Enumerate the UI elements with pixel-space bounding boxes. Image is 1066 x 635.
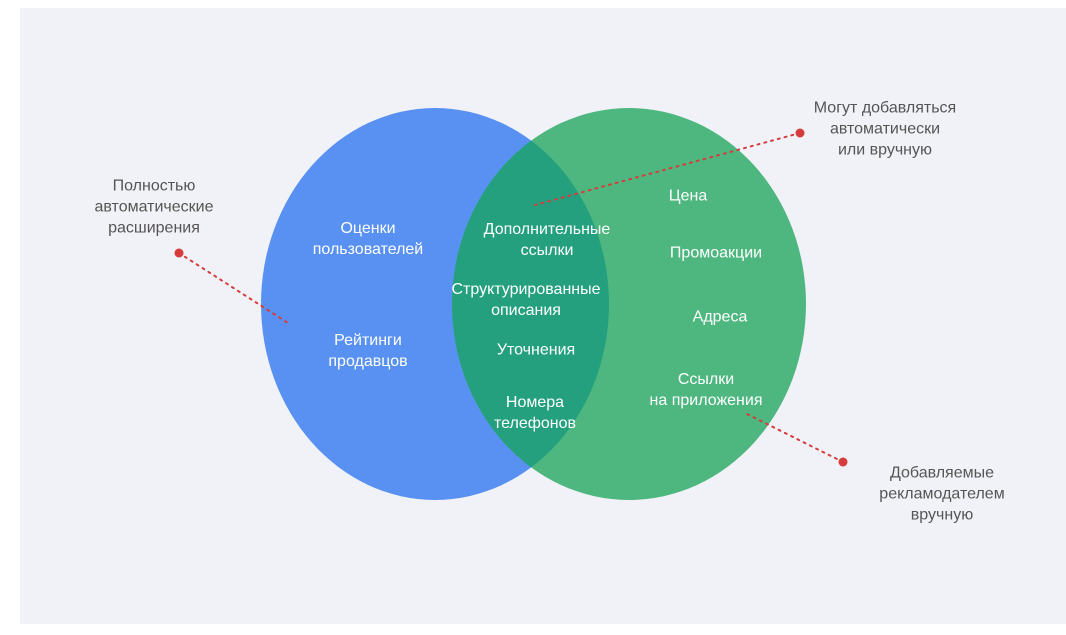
marker-manual — [838, 457, 848, 467]
annotation-auto-or-manual: Могут добавляться автоматически или вруч… — [813, 99, 957, 159]
annotation-manual: Добавляемые рекламодателем вручную — [879, 464, 1005, 524]
overlap-region — [452, 108, 609, 500]
label-structured-snippets: Структурированные описания — [451, 281, 601, 319]
label-promotions: Промоакции — [669, 244, 763, 262]
annotation-automatic: Полностью автоматические расширения — [94, 177, 214, 237]
label-user-ratings: Оценки пользователей — [312, 220, 424, 258]
label-addresses: Адреса — [692, 308, 748, 326]
marker-automatic — [174, 248, 184, 258]
marker-auto-or-manual — [795, 128, 805, 138]
label-price: Цена — [668, 187, 708, 205]
label-seller-ratings: Рейтинги продавцов — [328, 332, 408, 370]
label-sitelinks: Дополнительные ссылки — [483, 221, 611, 259]
label-phone-numbers: Номера телефонов — [493, 394, 577, 432]
connector-automatic — [178, 252, 289, 324]
label-callouts: Уточнения — [496, 341, 576, 359]
connector-manual — [744, 412, 844, 463]
label-app-links: Ссылки на приложения — [649, 371, 763, 409]
